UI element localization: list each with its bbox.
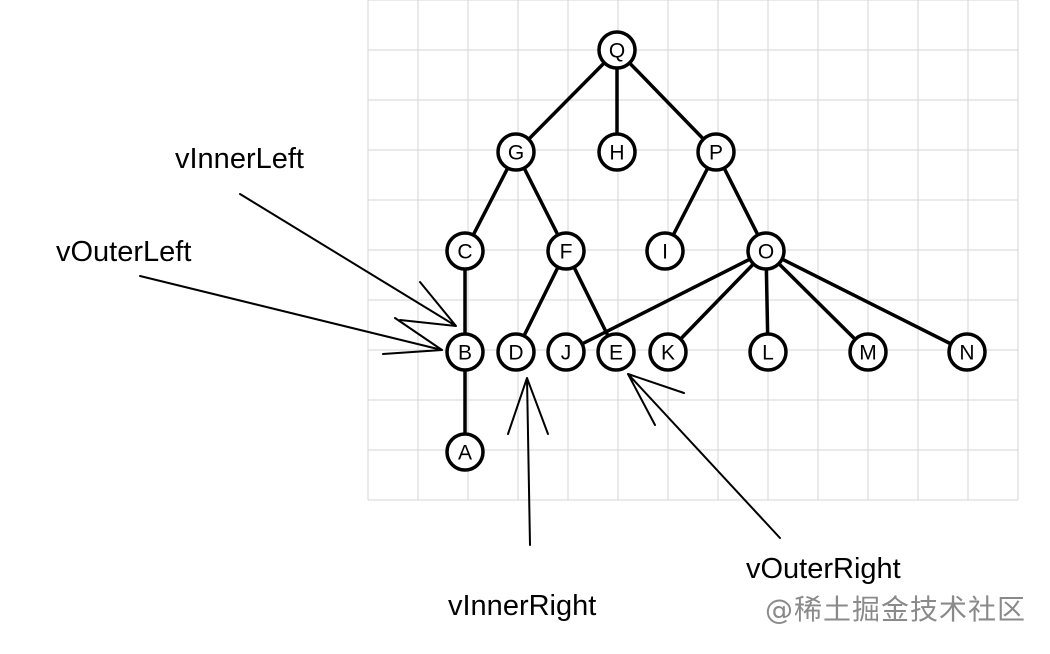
node-circle — [546, 332, 586, 372]
node-label: P — [709, 142, 723, 165]
arrow-vouterright — [627, 373, 781, 539]
node-label: M — [859, 342, 877, 365]
node-label: C — [457, 241, 472, 264]
tree-nodes: Q G H P C F I O B D J E K L M N A — [445, 30, 987, 472]
node-circle — [648, 332, 688, 372]
node-j: J — [546, 332, 586, 372]
label-vouterright: vOuterRight — [746, 553, 901, 585]
edge-q-p — [615, 48, 718, 154]
node-n: N — [947, 332, 987, 372]
node-circle — [445, 231, 485, 271]
watermark-text: @稀土掘金技术社区 — [764, 593, 1026, 626]
node-label: N — [959, 342, 974, 365]
node-p: P — [696, 132, 736, 172]
node-b: B — [445, 332, 485, 372]
node-label: K — [661, 342, 675, 365]
node-circle — [696, 132, 736, 172]
node-d: D — [496, 332, 536, 372]
tree-edges — [463, 48, 969, 454]
node-circle — [597, 132, 637, 172]
edge-q-g — [514, 48, 619, 154]
label-vinnerright: vInnerRight — [448, 590, 596, 622]
edge-o-k — [666, 249, 768, 354]
node-g: G — [496, 132, 536, 172]
node-circle — [445, 332, 485, 372]
node-a: A — [445, 432, 485, 472]
node-circle — [746, 231, 786, 271]
label-vinnerleft: vInnerLeft — [175, 143, 304, 175]
node-circle — [496, 332, 536, 372]
node-label: O — [758, 241, 774, 264]
node-m: M — [848, 332, 888, 372]
node-label: E — [609, 342, 623, 365]
node-circle — [445, 432, 485, 472]
node-label: Q — [609, 40, 625, 63]
node-circle — [546, 231, 586, 271]
node-label: J — [561, 342, 572, 365]
node-label: F — [560, 241, 573, 264]
node-label: L — [762, 342, 774, 365]
node-label: I — [662, 241, 668, 264]
node-circle — [848, 332, 888, 372]
edge-o-n — [764, 249, 969, 354]
annotation-arrows — [139, 193, 781, 546]
node-circle — [496, 132, 536, 172]
node-label: G — [508, 142, 524, 165]
node-c: C — [445, 231, 485, 271]
node-o: O — [746, 231, 786, 271]
annotation-labels: vInnerLeft vOuterLeft vInnerRight vOuter… — [56, 143, 901, 622]
node-q: Q — [597, 30, 637, 70]
node-f: F — [546, 231, 586, 271]
node-h: H — [597, 132, 637, 172]
node-i: I — [645, 231, 685, 271]
node-circle — [597, 30, 637, 70]
edge-o-j — [564, 249, 768, 354]
arrow-vinnerright — [507, 377, 549, 546]
node-circle — [947, 332, 987, 372]
node-circle — [596, 332, 636, 372]
node-circle — [748, 332, 788, 372]
node-label: H — [609, 142, 624, 165]
node-label: A — [458, 442, 472, 465]
arrow-vinnerleft — [239, 193, 457, 327]
node-e: E — [596, 332, 636, 372]
node-circle — [645, 231, 685, 271]
node-l: L — [748, 332, 788, 372]
arrow-vouterleft — [139, 275, 443, 355]
node-label: B — [458, 342, 472, 365]
label-vouterleft: vOuterLeft — [56, 236, 191, 268]
edge-o-m — [764, 249, 870, 354]
node-k: K — [648, 332, 688, 372]
node-label: D — [508, 342, 523, 365]
